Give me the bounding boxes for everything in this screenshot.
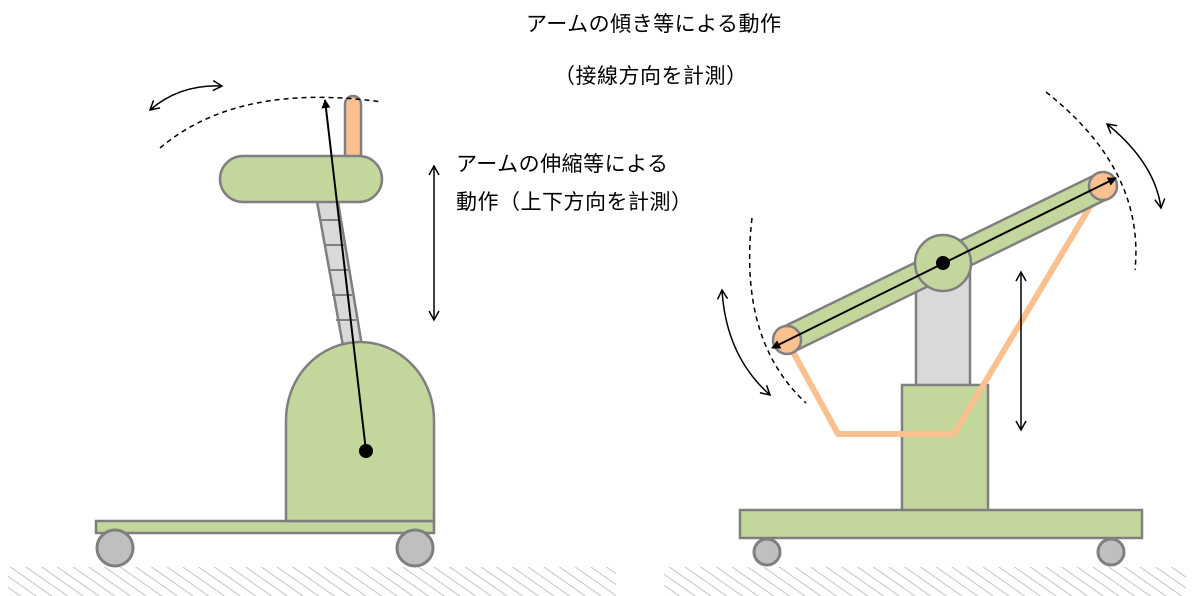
right-upper-curved-double-arrow	[1105, 123, 1166, 210]
right-pivot-dot	[936, 256, 950, 270]
left-center-of-mass-dot	[359, 444, 373, 458]
right-base	[738, 508, 1144, 540]
right-rear-wheel	[1096, 537, 1126, 567]
left-base-board	[94, 519, 436, 535]
left-tilt-dashed-arc	[159, 96, 383, 149]
left-front-wheel	[95, 528, 135, 568]
right-robot	[716, 91, 1166, 567]
ground-right	[664, 567, 1186, 596]
right-lower-dashed-arc	[748, 217, 807, 404]
left-body	[284, 340, 436, 523]
left-robot	[94, 79, 440, 568]
left-tilt-vector-arrow	[321, 99, 367, 452]
right-front-wheel	[752, 537, 782, 567]
right-lower-curved-double-arrow	[716, 288, 772, 397]
left-rear-wheel	[395, 528, 435, 568]
tilt-motion-label: アームの傾き等による動作	[526, 12, 782, 36]
extension-measurement-label: 動作（上下方向を計測）	[456, 190, 693, 214]
left-handle	[343, 94, 363, 166]
ground-left	[8, 567, 616, 596]
left-tilt-double-arrow	[148, 79, 224, 112]
left-arm-pad	[218, 154, 384, 204]
right-arm-right-end-cap	[1087, 170, 1119, 202]
tilt-measurement-label: （接線方向を計測）	[554, 64, 748, 88]
extension-motion-label: アームの伸縮等による	[456, 152, 669, 176]
